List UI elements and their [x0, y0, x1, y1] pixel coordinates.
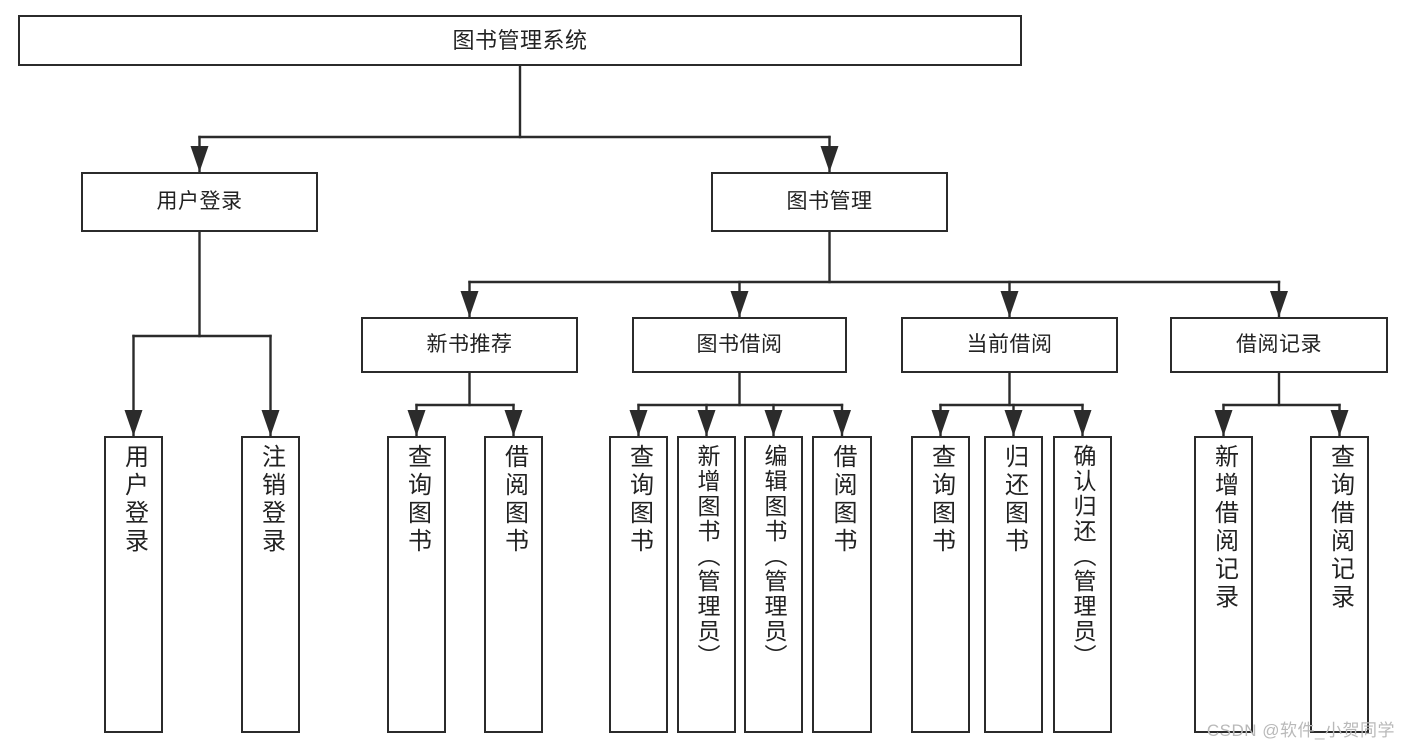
arrowhead: [190, 146, 209, 172]
node-label: 注销登录: [257, 444, 285, 556]
node-label: 新书推荐: [426, 332, 513, 356]
arrowhead: [1330, 410, 1349, 436]
node-label: 借阅图书: [829, 444, 856, 556]
node-label: 编辑图书（管理员）: [761, 444, 787, 669]
arrowhead: [407, 410, 426, 436]
node-label: 查询借阅记录: [1326, 444, 1354, 612]
arrowhead: [820, 146, 839, 172]
node-leaf-return-book[interactable]: 归还图书: [984, 436, 1043, 733]
node-label: 用户登录: [120, 444, 148, 556]
node-book-borrow[interactable]: 图书借阅: [632, 317, 847, 373]
node-label: 新增借阅记录: [1210, 444, 1238, 612]
node-leaf-borrow-book-2[interactable]: 借阅图书: [812, 436, 872, 733]
node-label: 用户登录: [156, 189, 243, 213]
node-book-manage[interactable]: 图书管理: [711, 172, 948, 232]
node-leaf-user-login[interactable]: 用户登录: [104, 436, 163, 733]
arrowhead: [629, 410, 648, 436]
node-user-login[interactable]: 用户登录: [81, 172, 318, 232]
node-label: 查询图书: [403, 444, 431, 556]
node-label: 归还图书: [1000, 444, 1028, 556]
node-label: 当前借阅: [966, 332, 1053, 356]
arrowhead: [460, 291, 479, 317]
arrowhead: [730, 291, 749, 317]
node-label: 图书管理系统: [452, 27, 588, 53]
node-leaf-confirm-ret[interactable]: 确认归还（管理员）: [1053, 436, 1112, 733]
node-leaf-add-record[interactable]: 新增借阅记录: [1194, 436, 1253, 733]
node-current-borrow[interactable]: 当前借阅: [901, 317, 1118, 373]
node-label: 借阅记录: [1236, 332, 1322, 356]
node-root[interactable]: 图书管理系统: [18, 15, 1022, 66]
node-label: 新增图书（管理员）: [694, 444, 720, 669]
arrowhead: [504, 410, 523, 436]
node-label: 查询图书: [625, 444, 653, 556]
arrowhead: [931, 410, 950, 436]
arrowhead: [1004, 410, 1023, 436]
node-label: 查询图书: [927, 444, 955, 556]
node-borrow-record[interactable]: 借阅记录: [1170, 317, 1388, 373]
node-label: 图书借阅: [696, 332, 783, 356]
node-leaf-edit-book[interactable]: 编辑图书（管理员）: [744, 436, 803, 733]
arrowhead: [124, 410, 143, 436]
arrowhead: [1073, 410, 1092, 436]
node-leaf-logout[interactable]: 注销登录: [241, 436, 300, 733]
node-leaf-query-book-1[interactable]: 查询图书: [387, 436, 446, 733]
node-leaf-query-record[interactable]: 查询借阅记录: [1310, 436, 1369, 733]
node-label: 确认归还（管理员）: [1070, 444, 1096, 669]
node-leaf-query-book-2[interactable]: 查询图书: [609, 436, 668, 733]
node-leaf-add-book[interactable]: 新增图书（管理员）: [677, 436, 736, 733]
arrowhead: [1270, 291, 1288, 317]
node-leaf-query-book-3[interactable]: 查询图书: [911, 436, 970, 733]
arrowhead: [833, 410, 851, 436]
arrowhead: [1000, 291, 1019, 317]
arrowhead: [261, 410, 280, 436]
arrowhead: [697, 410, 716, 436]
arrowhead: [1214, 410, 1233, 436]
node-label: 借阅图书: [500, 444, 528, 556]
arrowhead: [764, 410, 783, 436]
node-leaf-borrow-book-1[interactable]: 借阅图书: [484, 436, 543, 733]
node-label: 图书管理: [786, 189, 873, 213]
node-new-book-rec[interactable]: 新书推荐: [361, 317, 578, 373]
